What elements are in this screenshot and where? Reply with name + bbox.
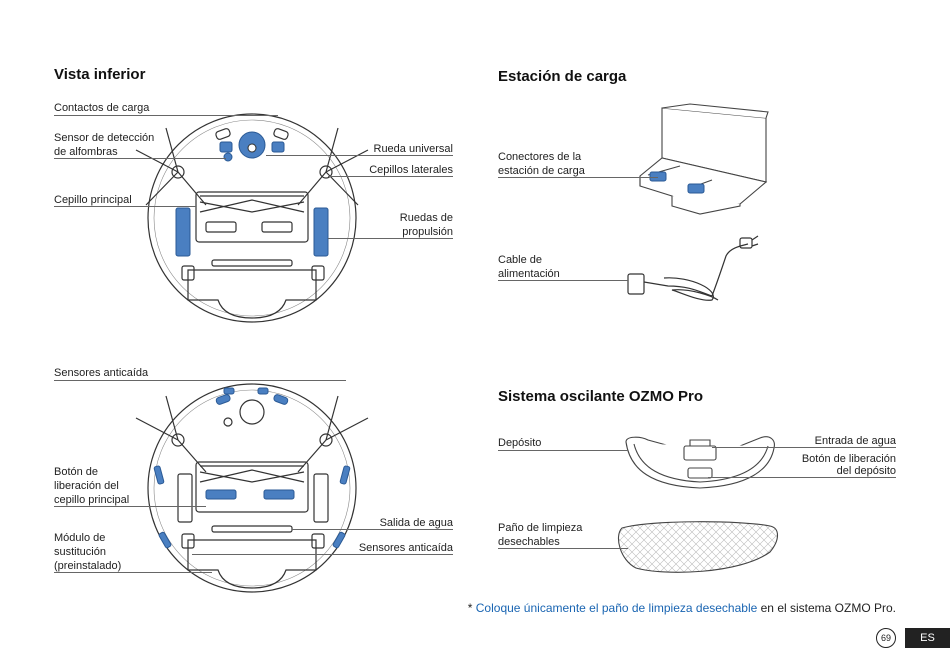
label-brush-release-3: cepillo principal xyxy=(54,494,130,506)
label-cliff-sensors-top: Sensores anticaída xyxy=(54,367,149,379)
label-brush-release-1: Botón de xyxy=(54,466,99,478)
leader-line xyxy=(712,447,896,448)
footnote: * Coloque únicamente el paño de limpieza… xyxy=(468,601,896,615)
label-brush-release-2: liberación del xyxy=(54,480,119,492)
leader-line xyxy=(54,115,278,116)
label-drive-wheels-2: propulsión xyxy=(402,226,453,238)
leader-line xyxy=(328,176,453,177)
leader-line xyxy=(498,548,628,549)
label-module-3: (preinstalado) xyxy=(54,560,122,572)
label-module-1: Módulo de xyxy=(54,532,106,544)
label-tank-release-1: Botón de liberación xyxy=(801,453,896,465)
label-tank-release-2: del depósito xyxy=(836,465,896,477)
leader-line xyxy=(708,477,896,478)
bottom-view-title: Vista inferior xyxy=(54,66,146,83)
label-station-connectors-2: estación de carga xyxy=(498,165,585,177)
leader-line xyxy=(54,506,206,507)
leader-line xyxy=(266,155,453,156)
label-power-cable-1: Cable de xyxy=(498,254,543,266)
footnote-highlight: Coloque únicamente el paño de limpieza d… xyxy=(475,601,758,615)
leader-line xyxy=(328,238,453,239)
label-cliff-sensors-side: Sensores anticaída xyxy=(358,542,453,554)
label-pad-1: Paño de limpieza xyxy=(498,522,583,534)
label-station-connectors-1: Conectores de la xyxy=(498,151,582,163)
leader-line xyxy=(192,554,453,555)
label-tank: Depósito xyxy=(498,437,542,449)
charging-station-title: Estación de carga xyxy=(498,68,627,85)
label-carpet-sensor-2: de alfombras xyxy=(54,146,118,158)
leader-line xyxy=(54,158,226,159)
label-universal-wheel: Rueda universal xyxy=(373,143,454,155)
label-power-cable-2: alimentación xyxy=(498,268,560,280)
label-side-brushes: Cepillos laterales xyxy=(369,164,453,176)
label-water-inlet: Entrada de agua xyxy=(814,435,896,447)
ozmo-title: Sistema oscilante OZMO Pro xyxy=(498,388,704,405)
label-carpet-sensor-1: Sensor de detección xyxy=(54,132,155,144)
footnote-prefix: * xyxy=(467,601,476,615)
label-main-brush: Cepillo principal xyxy=(54,194,132,206)
leader-line xyxy=(54,380,346,381)
leader-line xyxy=(54,206,196,207)
language-badge: ES xyxy=(905,628,950,648)
label-drive-wheels-1: Ruedas de xyxy=(399,212,453,224)
footnote-suffix: en el sistema OZMO Pro. xyxy=(757,601,896,615)
leader-line xyxy=(498,450,628,451)
page-number: 69 xyxy=(876,628,896,648)
leader-line xyxy=(292,529,453,530)
label-pad-2: desechables xyxy=(498,536,560,548)
leader-line xyxy=(54,572,212,573)
label-charging-contacts: Contactos de carga xyxy=(54,102,150,114)
leader-line xyxy=(498,280,628,281)
label-water-outlet: Salida de agua xyxy=(379,517,453,529)
label-module-2: sustitución xyxy=(54,546,106,558)
leader-line xyxy=(498,177,658,178)
